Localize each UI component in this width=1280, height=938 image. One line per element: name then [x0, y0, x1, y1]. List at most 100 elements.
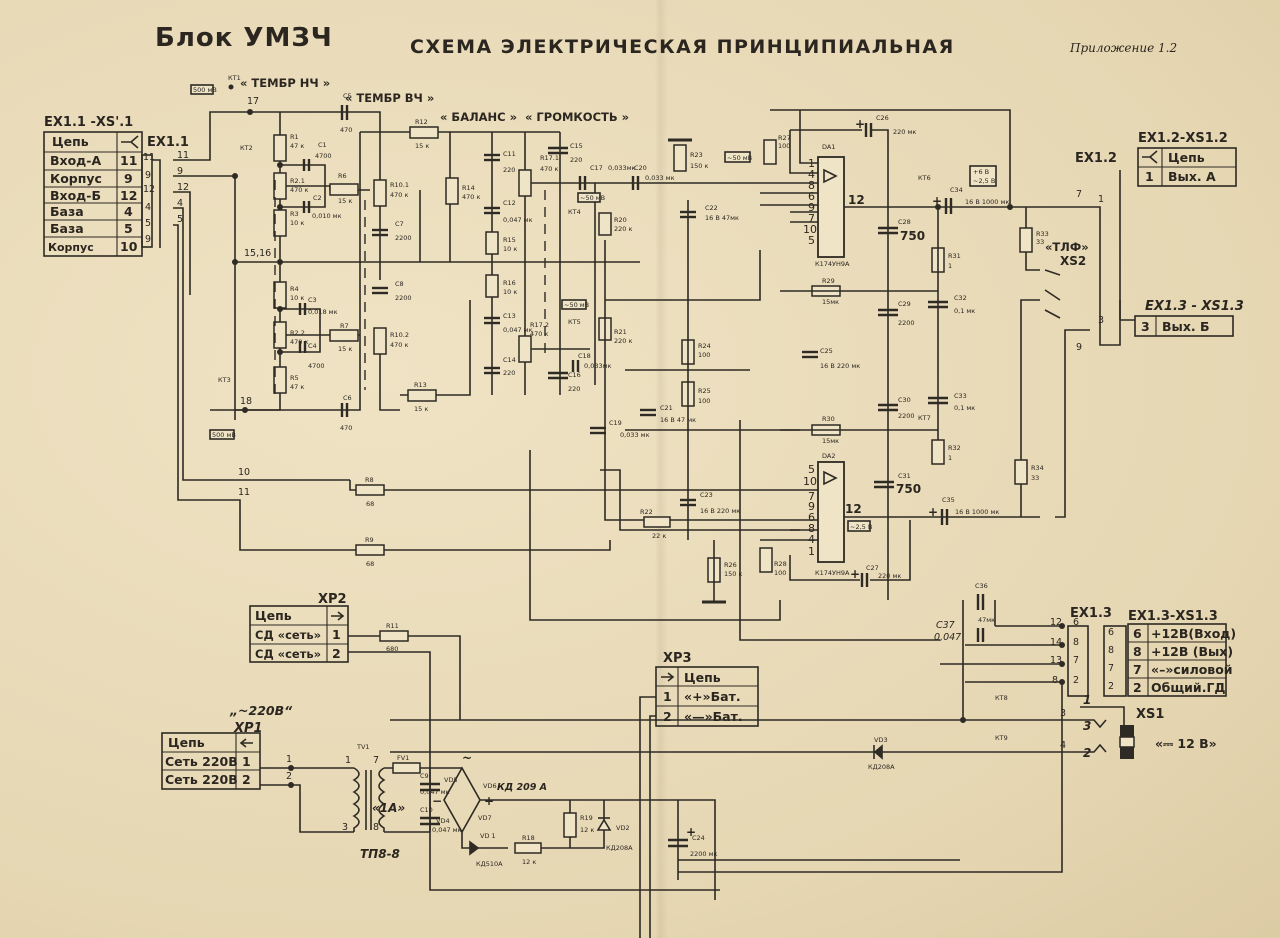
schematic-label: 1 — [286, 754, 292, 765]
schematic-label: КТ4 — [568, 208, 581, 216]
schematic-label: C34 — [950, 186, 963, 194]
schematic-label: 22 к — [652, 532, 666, 540]
wire-label: 18 — [240, 396, 252, 407]
wire-path — [173, 111, 381, 280]
schematic-label: VD2 — [616, 824, 630, 832]
schematic-label: C32 — [954, 294, 967, 302]
connector-xp1-table: „~220В“ ХР1 Цепь Сеть 220В 1 Сеть 220В 2… — [161, 703, 354, 833]
schematic-label: R16 — [503, 279, 516, 287]
junction-dot — [1059, 623, 1065, 629]
schematic-label: C15 — [570, 142, 583, 150]
schematic-label: 2 — [286, 771, 292, 782]
junction-dot — [288, 765, 294, 771]
schematic-label: 7 — [1073, 655, 1079, 666]
component-body — [485, 274, 499, 298]
schematic-label: R7 — [340, 322, 349, 330]
schematic-label: 500 мВ — [212, 431, 236, 439]
component-body — [577, 192, 601, 203]
schematic-label: 500 мВ — [193, 86, 217, 94]
schematic-label: 220 — [503, 369, 515, 377]
schematic-label: C7 — [395, 220, 404, 228]
schematic-label: 7 — [808, 212, 815, 225]
section-balance: « БАЛАНС » — [440, 110, 517, 124]
schematic-label: R19 — [580, 814, 593, 822]
schematic-label: R15 — [503, 236, 516, 244]
schematic-label: 1 — [242, 754, 251, 769]
schematic-label: ЕХ1.3 — [1070, 606, 1112, 621]
schematic-label: C13 — [503, 312, 516, 320]
schematic-label: C20 — [634, 164, 647, 172]
input-wires: 11 9 12 4 5 15,16 17 18 10 11 — [152, 96, 640, 551]
component-body — [1120, 725, 1134, 737]
schematic-label: «1А» — [372, 801, 405, 815]
junction-dot — [1059, 661, 1065, 667]
wire-path — [760, 489, 818, 541]
schematic-label: C2 — [313, 194, 322, 202]
schematic-label: 750 — [900, 229, 925, 243]
schematic-label: КТ3 — [218, 376, 231, 384]
schematic-label: 470 к — [390, 341, 408, 349]
schematic-label: R5 — [290, 374, 299, 382]
component-body — [1019, 227, 1033, 253]
wire-label: 11 — [238, 487, 250, 498]
socket-icon — [1142, 150, 1158, 164]
schematic-label: C31 — [898, 472, 911, 480]
schematic-label: VD7 — [478, 814, 492, 822]
wire-path — [639, 696, 656, 938]
schematic-label: R22 — [640, 508, 653, 516]
wire-path — [352, 767, 360, 832]
schematic-label: ~2,5 В — [973, 177, 995, 185]
schematic-label: 2200 — [395, 234, 412, 242]
schematic-label: R10.1 — [390, 181, 409, 189]
component-body — [563, 812, 577, 838]
schematic-label: C23 — [700, 491, 713, 499]
schematic-label: C19 — [609, 419, 622, 427]
schematic-label: C37 — [936, 620, 955, 631]
arrow-left-icon — [239, 738, 253, 748]
schematic-label: 470 к — [462, 193, 480, 201]
schematic-label: C3 — [308, 296, 317, 304]
schematic-label: 2 — [1108, 681, 1114, 692]
schematic-label: СД «сеть» — [255, 647, 321, 661]
schematic-label: ~2,5 В — [850, 523, 872, 531]
schematic-label: R28 — [774, 560, 787, 568]
wire-path — [1055, 329, 1090, 518]
schematic-label: 1 — [1083, 693, 1091, 707]
schematic-label: 0,047 — [934, 632, 961, 643]
schematic-label: VD5 — [444, 776, 458, 784]
wire-path — [469, 840, 480, 856]
schematic-label: C30 — [898, 396, 911, 404]
schematic-label: 14 — [1050, 637, 1062, 648]
schematic-label: 3 — [1083, 719, 1091, 733]
component-body — [209, 429, 235, 440]
schematic-subtitle: СХЕМА ЭЛЕКТРИЧЕСКАЯ ПРИНЦИПИАЛЬНАЯ — [410, 36, 955, 58]
schematic-label: ЕХ1.3 - XS1.3 — [1145, 299, 1244, 314]
schematic-label: 100 — [774, 569, 786, 577]
schematic-label: КТ6 — [918, 174, 931, 182]
wire-label: 17 — [247, 96, 259, 107]
schematic-label: 33 — [1031, 474, 1039, 482]
schematic-label: ЕХ1.3-XS1.3 — [1128, 609, 1218, 624]
schematic-label: СД «сеть» — [255, 628, 321, 642]
schematic-label: 1 — [1145, 169, 1154, 184]
schematic-label: 15 к — [414, 405, 428, 413]
junction-dot — [232, 173, 238, 179]
junction-dot — [277, 259, 283, 265]
wire-path — [1025, 207, 1040, 271]
schematic-label: Вых. Б — [1162, 319, 1210, 334]
table-row: Корпус — [48, 241, 94, 254]
wire-path — [596, 818, 612, 831]
schematic-label: C18 — [578, 352, 591, 360]
schematic-label: C10 — [420, 806, 433, 814]
wire-label: 10 — [238, 467, 250, 478]
schematic-label: ~50 мВ — [580, 194, 605, 202]
wire-path — [1062, 706, 1125, 753]
connector-ex12-table: ЕХ1.2-XS1.2 Цепь 1 Вых. А — [1137, 131, 1237, 187]
schematic-label: 2 — [663, 709, 672, 724]
component-body — [273, 134, 287, 162]
junction-dot — [277, 349, 283, 355]
schematic-label: 13 — [1050, 655, 1062, 666]
